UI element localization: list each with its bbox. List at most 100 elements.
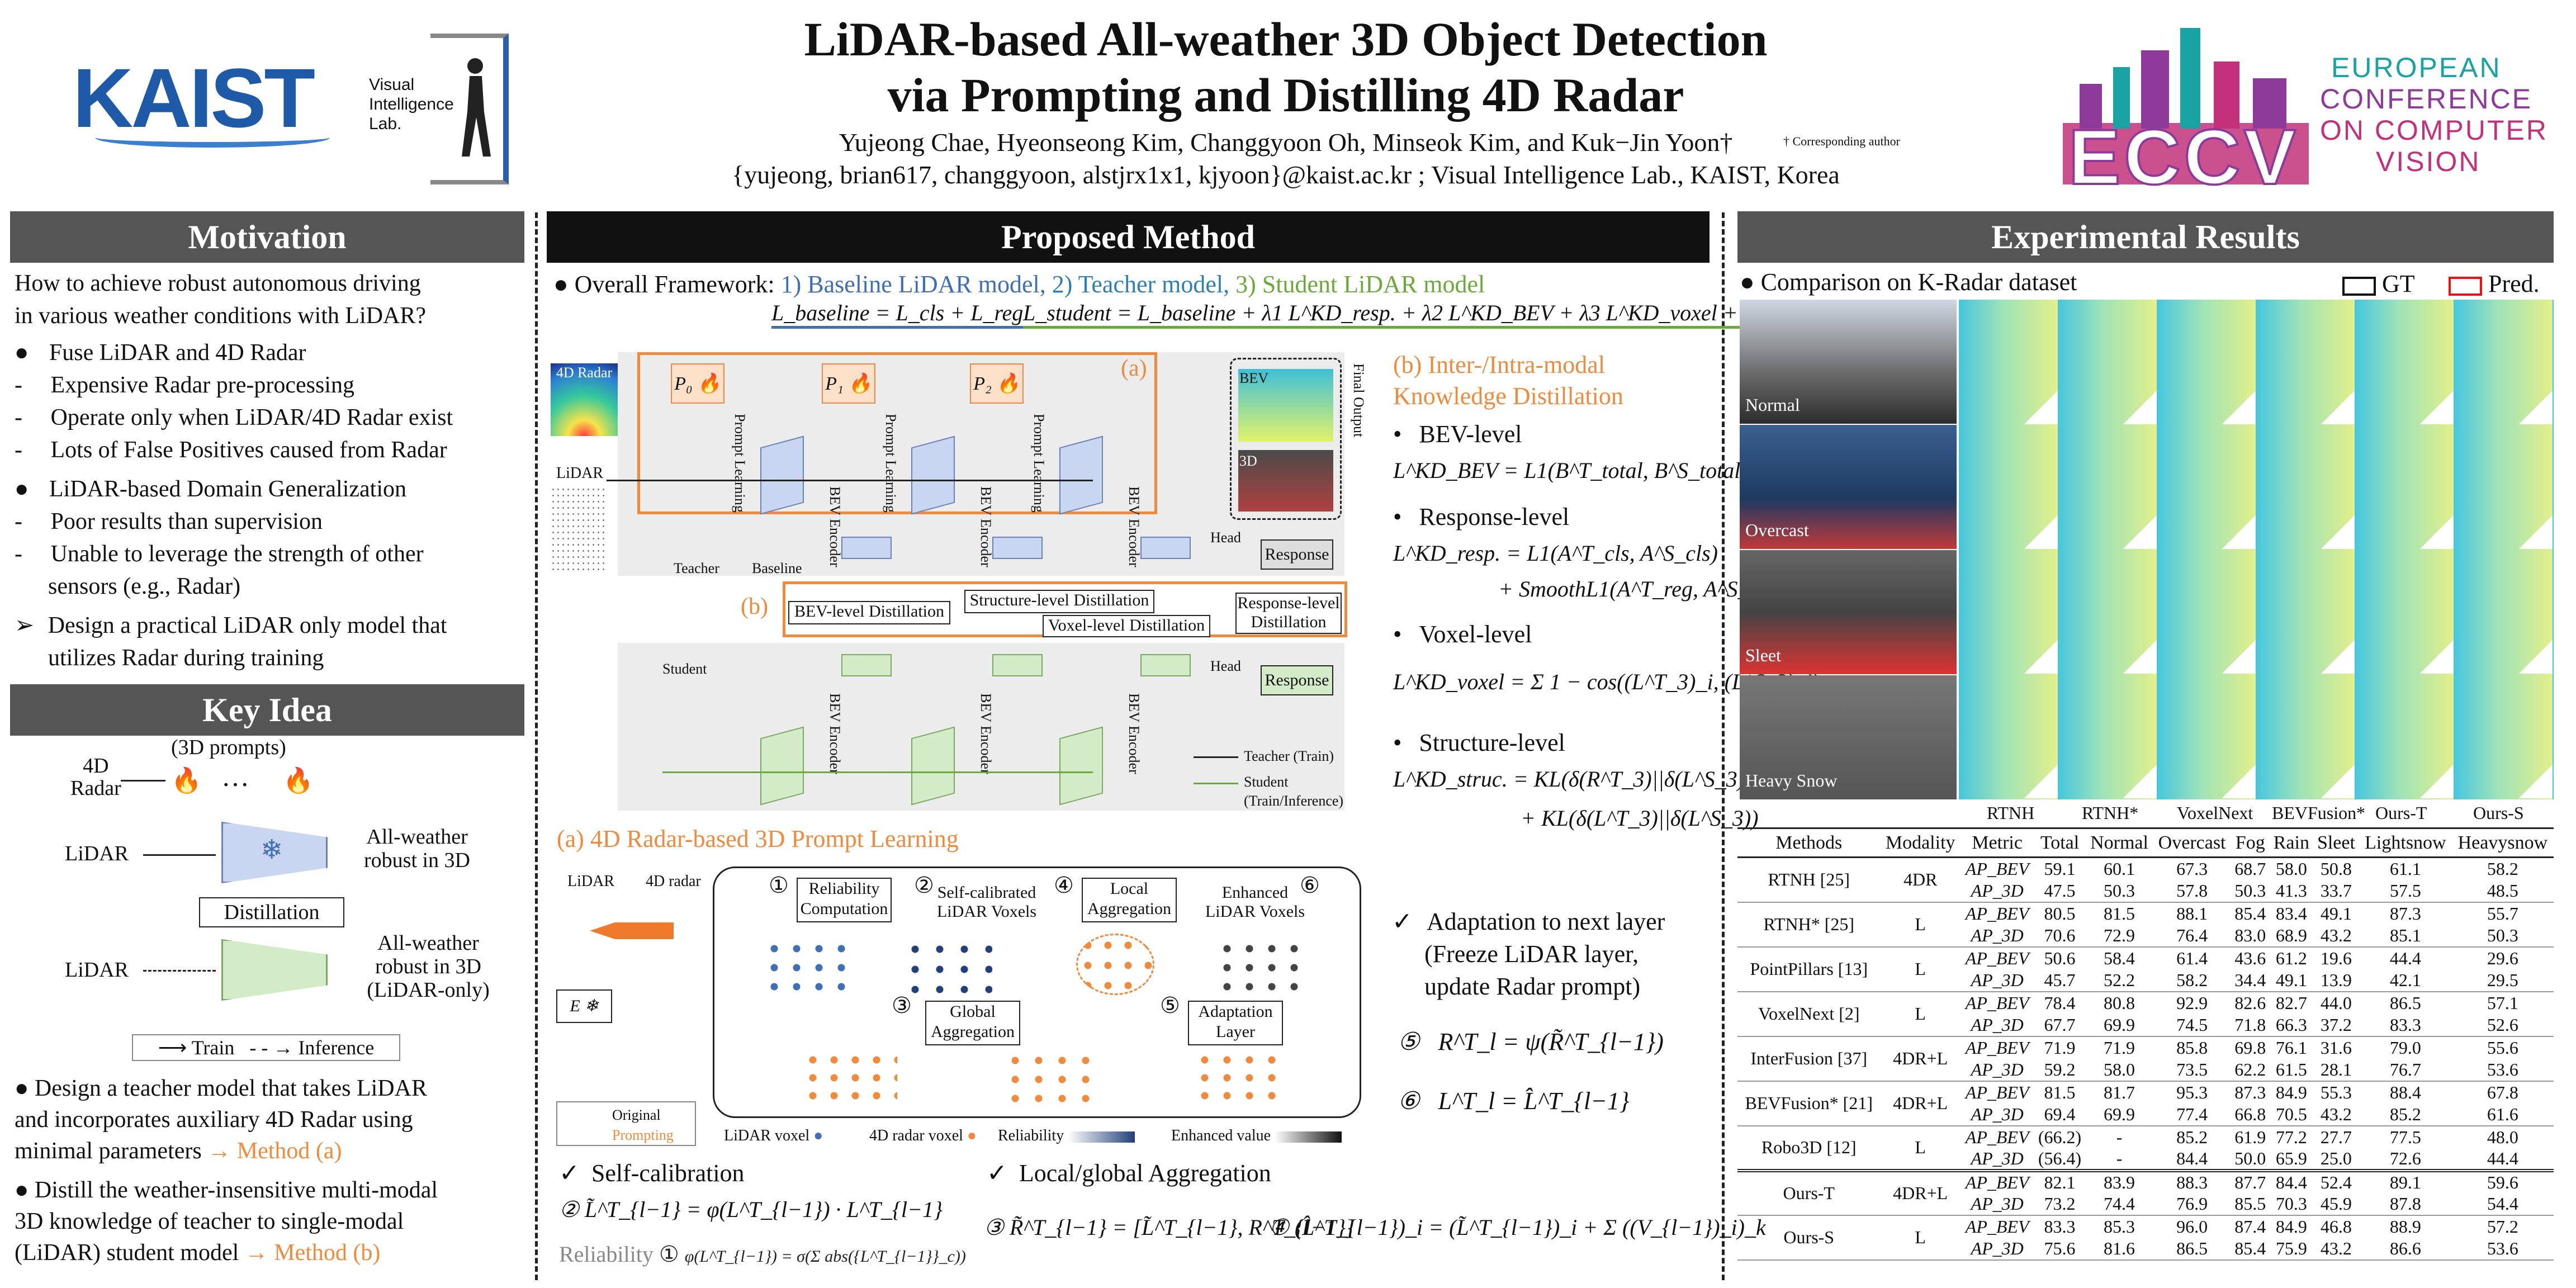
bev-distill-box: BEV-level Distillation bbox=[788, 601, 950, 624]
teacher-bev-feat-2 bbox=[992, 537, 1043, 559]
step5-adapt: Adaptation Layer bbox=[1188, 1001, 1283, 1045]
value-cell: 65.9 bbox=[2275, 1148, 2307, 1168]
ki-snowflake-icon: ❄ bbox=[261, 835, 283, 865]
voxel-cluster-6 bbox=[1003, 1051, 1098, 1107]
kd-resp-eq-1: L^KD_resp. = L1(A^T_cls, A^S_cls) bbox=[1393, 541, 1718, 566]
ki-out2-b: robust in 3D bbox=[375, 955, 481, 978]
bev-white-wedges bbox=[1959, 300, 2554, 799]
prompt-p1: P₁ 🔥 bbox=[822, 363, 875, 404]
method-name: Ours-S bbox=[1783, 1227, 1835, 1247]
keyidea-header: Key Idea bbox=[10, 684, 524, 736]
value-cell: 34.4 bbox=[2234, 969, 2266, 990]
value-cell: 57.8 bbox=[2176, 880, 2208, 901]
value-cell: 52.6 bbox=[2487, 1014, 2518, 1035]
value-cell: 87.4 bbox=[2234, 1216, 2266, 1237]
ki-point-1b: and incorporates auxiliary 4D Radar usin… bbox=[15, 1107, 413, 1133]
kd-title-1: (b) Inter-/Intra-modal bbox=[1393, 351, 1606, 378]
pred-label: Pred. bbox=[2488, 270, 2540, 297]
value-cell: 52.2 bbox=[2104, 969, 2135, 990]
col-header-methods: Methods bbox=[1775, 832, 1843, 853]
legend-student-1: Student bbox=[1244, 774, 1289, 790]
step1-reliability: Reliability Computation bbox=[797, 878, 892, 922]
value-cell: 66.3 bbox=[2275, 1014, 2307, 1035]
prompt-learning-diagram: LiDAR 4D radar E ❄ Original Prompting Re… bbox=[556, 861, 1384, 1152]
ki-legend-train: Train bbox=[191, 1036, 235, 1059]
value-cell: 47.5 bbox=[2044, 880, 2076, 901]
final-output-box bbox=[1230, 358, 1342, 520]
value-cell: 67.3 bbox=[2176, 858, 2208, 879]
adapt-3: update Radar prompt) bbox=[1424, 973, 1641, 1000]
eq5: ⑤ R^T_l = ψ(R̃^T_{l−1}) bbox=[1398, 1028, 1664, 1055]
value-cell: - bbox=[2116, 1126, 2123, 1147]
value-cell: 87.3 bbox=[2389, 903, 2421, 924]
prompt-region-a bbox=[637, 352, 1157, 514]
eccv-logo-text: ECCV bbox=[2067, 112, 2299, 202]
value-cell: 49.1 bbox=[2320, 903, 2352, 924]
col-header-total: Total bbox=[2040, 832, 2080, 853]
value-cell: 87.7 bbox=[2234, 1172, 2266, 1192]
value-cell: 70.6 bbox=[2044, 925, 2076, 945]
ki-point-1c-text: minimal parameters bbox=[15, 1138, 202, 1164]
prompt-learning-2: Prompt Learning bbox=[883, 414, 899, 513]
value-cell: 58.2 bbox=[2487, 858, 2518, 879]
value-cell: 29.6 bbox=[2487, 948, 2518, 968]
value-cell: 85.3 bbox=[2104, 1216, 2135, 1237]
value-cell: 45.7 bbox=[2044, 969, 2076, 990]
student-encoder-2 bbox=[911, 726, 955, 806]
value-cell: 41.3 bbox=[2275, 880, 2307, 901]
metric-cell: AP_3D bbox=[1971, 1148, 2024, 1168]
metric-cell: AP_BEV bbox=[1965, 858, 2029, 879]
pl-legend-orig: Original bbox=[612, 1107, 661, 1123]
ki-point-2a-text: Distill the weather-insensitive multi-mo… bbox=[34, 1177, 438, 1203]
gt-label: GT bbox=[2382, 270, 2415, 297]
bullet-fuse-c: - Lots of False Positives caused from Ra… bbox=[15, 437, 447, 463]
ki-radar-label-2: Radar bbox=[70, 776, 121, 800]
value-cell: 43.2 bbox=[2320, 925, 2352, 945]
voxel-cluster-4 bbox=[1216, 939, 1305, 995]
value-cell: 72.9 bbox=[2104, 925, 2135, 945]
step4-num: ④ bbox=[1054, 873, 1074, 898]
eccv-text-3: ON COMPUTER bbox=[2320, 115, 2548, 146]
student-label: Student bbox=[662, 661, 707, 677]
value-cell: 31.6 bbox=[2320, 1037, 2352, 1058]
ki-dots: … bbox=[221, 761, 249, 792]
metric-cell: AP_3D bbox=[1971, 925, 2024, 945]
pl-main-box bbox=[713, 866, 1361, 1118]
value-cell: 66.8 bbox=[2234, 1104, 2266, 1124]
method-name: Ours-T bbox=[1783, 1183, 1835, 1203]
value-cell: 57.5 bbox=[2389, 880, 2421, 901]
value-cell: 61.5 bbox=[2275, 1059, 2307, 1079]
framework-lead: Overall Framework: bbox=[574, 271, 775, 298]
teacher-encoder-3 bbox=[1059, 435, 1103, 515]
bullet-design-1: ➢ Design a practical LiDAR only model th… bbox=[15, 613, 447, 638]
ki-flame-icon-1: 🔥 bbox=[171, 767, 202, 794]
bullet-dg-a-text: Poor results than supervision bbox=[50, 509, 323, 534]
eq-baseline-loss: L_baseline = L_cls + L_reg bbox=[771, 300, 1024, 329]
modality: L bbox=[1915, 959, 1926, 979]
value-cell: 28.1 bbox=[2320, 1059, 2352, 1079]
metric-cell: AP_BEV bbox=[1965, 948, 2029, 968]
results-comparison-text: Comparison on K-Radar dataset bbox=[1760, 268, 2077, 296]
framework-teacher: 2) Teacher model, bbox=[1052, 271, 1230, 298]
ki-point-1a-text: Design a teacher model that takes LiDAR bbox=[34, 1076, 427, 1101]
ki-out2-a: All-weather bbox=[377, 931, 479, 955]
ki-point-1c: minimal parameters → Method (a) bbox=[15, 1135, 342, 1167]
col-rtnh: RTNH bbox=[1987, 803, 2035, 823]
value-cell: 85.2 bbox=[2176, 1126, 2208, 1147]
ki-point-2b: 3D knowledge of teacher to single-modal bbox=[15, 1209, 404, 1234]
separator-right bbox=[1722, 212, 1725, 1280]
method-name: InterFusion [37] bbox=[1750, 1048, 1868, 1068]
value-cell: - bbox=[2116, 1148, 2123, 1168]
col-header-metric: Metric bbox=[1972, 832, 2023, 853]
kd-str: • Structure-level bbox=[1393, 729, 1565, 756]
value-cell: 75.6 bbox=[2044, 1238, 2076, 1258]
col-header-normal: Normal bbox=[2090, 832, 2148, 853]
metric-cell: AP_3D bbox=[1971, 1238, 2024, 1258]
vil-line3: Lab. bbox=[369, 115, 402, 133]
bev-col-labels: RTNH RTNH* VoxelNext BEVFusion* Ours-T O… bbox=[1959, 803, 2554, 825]
value-cell: 88.4 bbox=[2389, 1082, 2421, 1102]
